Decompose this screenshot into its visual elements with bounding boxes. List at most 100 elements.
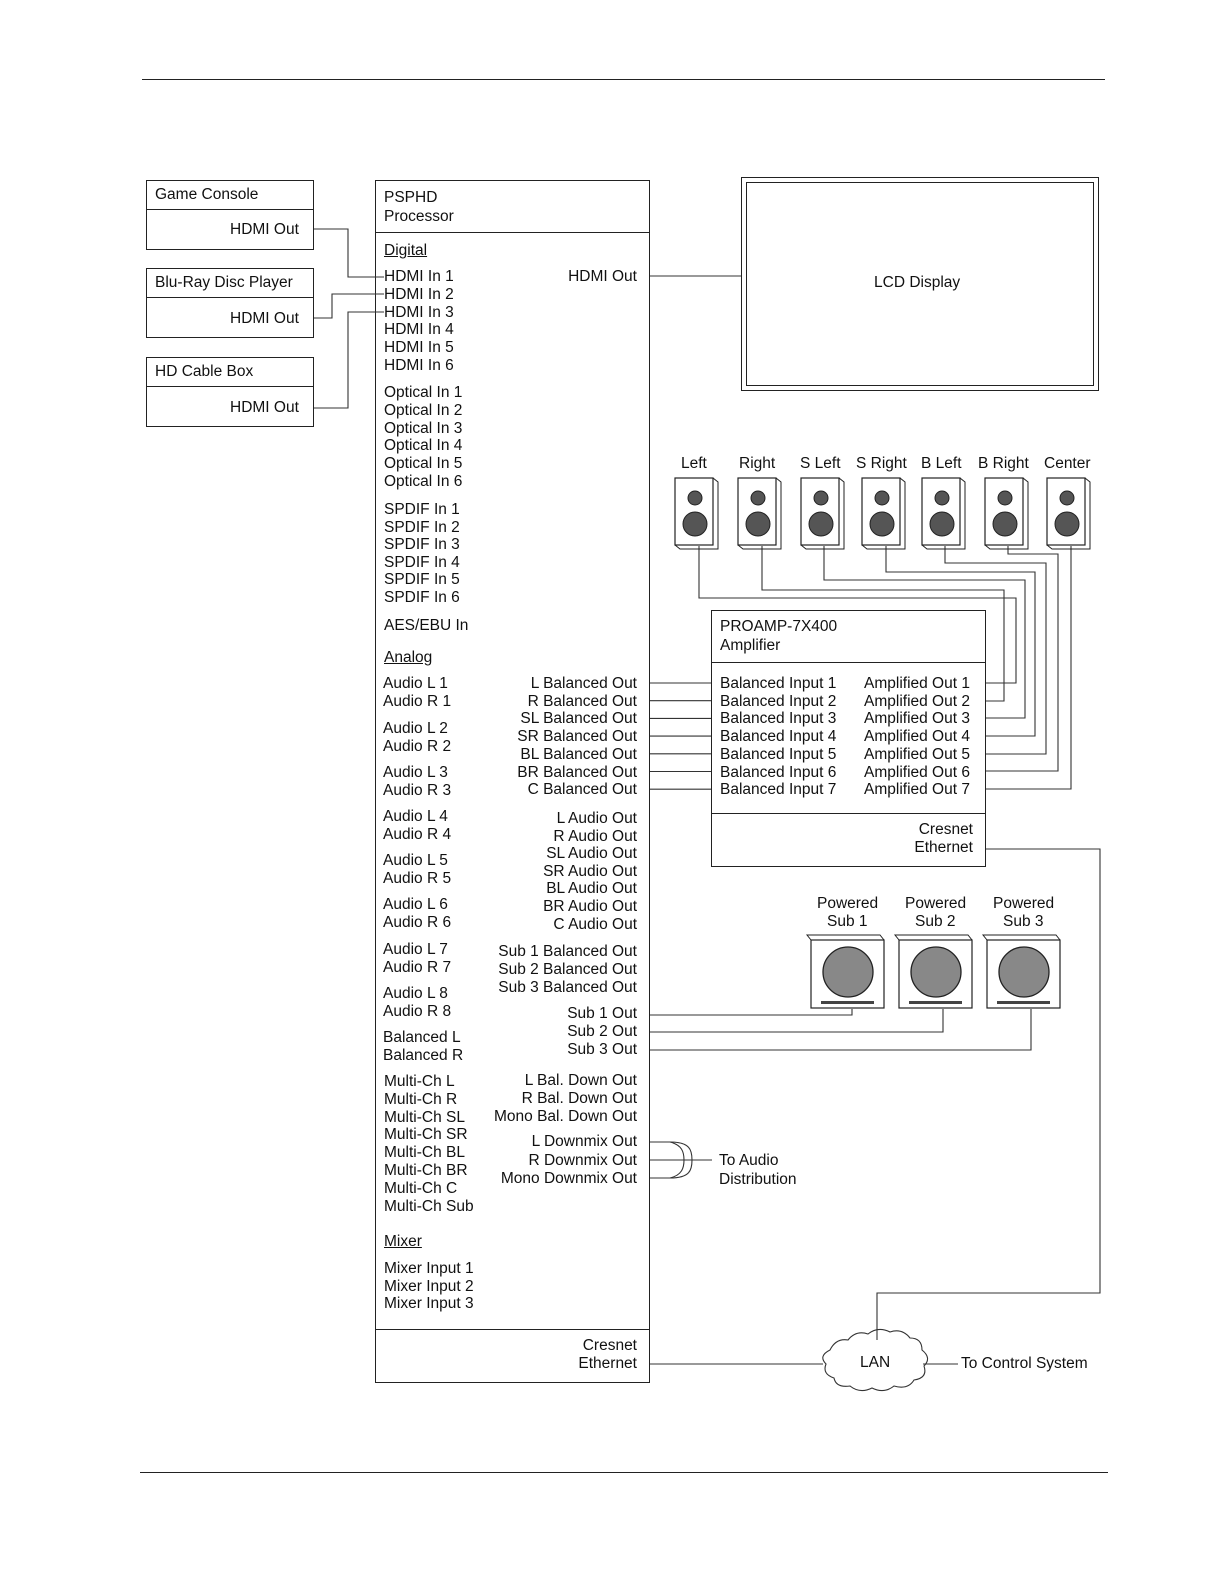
wire-speaker-right bbox=[761, 546, 1005, 702]
digital-heading: Digital bbox=[384, 242, 428, 259]
sub3-label-line2: Sub 3 bbox=[1003, 913, 1044, 930]
amplifier-ethernet: Ethernet bbox=[914, 839, 973, 856]
audio-distribution-line2: Distribution bbox=[719, 1171, 797, 1188]
spdif-input: SPDIF In 4 bbox=[384, 553, 460, 571]
multichannel-input: Multi-Ch SL bbox=[384, 1108, 465, 1126]
multichannel-input: Multi-Ch R bbox=[384, 1090, 458, 1108]
audio-output: BR Audio Out bbox=[543, 898, 637, 915]
optical-input: Optical In 2 bbox=[384, 401, 463, 419]
sub2-label-line1: Powered bbox=[905, 895, 967, 912]
game-console-box bbox=[146, 180, 314, 250]
subwoofer-icon bbox=[981, 934, 1061, 1009]
lan-label: LAN bbox=[860, 1354, 891, 1371]
speaker-label: B Left bbox=[921, 455, 962, 472]
amplifier-amplified-output: Amplified Out 7 bbox=[864, 781, 970, 799]
sub1-label-line2: Sub 1 bbox=[827, 913, 868, 930]
balanced-output: SR Balanced Out bbox=[517, 728, 637, 746]
wire-speaker-left bbox=[698, 546, 1017, 684]
aes-ebu-input: AES/EBU In bbox=[384, 617, 469, 634]
audio-output: SR Audio Out bbox=[543, 862, 637, 880]
wire-sub3 bbox=[650, 1009, 1032, 1051]
wire-sub2 bbox=[650, 1009, 944, 1033]
multichannel-input: Multi-Ch BR bbox=[384, 1162, 468, 1179]
downmix-output: L Downmix Out bbox=[531, 1133, 637, 1150]
lcd-display-outer bbox=[741, 177, 1099, 391]
analog-input-r: Balanced R bbox=[383, 1047, 464, 1064]
hdmi-input: HDMI In 3 bbox=[384, 303, 454, 321]
hdmi-input: HDMI In 2 bbox=[384, 285, 454, 303]
game-console-hdmi-out: HDMI Out bbox=[230, 221, 299, 238]
speaker-icon bbox=[1046, 477, 1091, 550]
wire-cable-box bbox=[314, 311, 384, 409]
analog-input-r: Audio R 5 bbox=[383, 870, 452, 887]
hdmi-input: HDMI In 6 bbox=[384, 357, 454, 374]
audio-output: R Audio Out bbox=[553, 827, 637, 845]
hdmi-input: HDMI In 1 bbox=[384, 268, 454, 285]
game-console-divider bbox=[146, 209, 314, 210]
analog-input-r: Audio R 2 bbox=[383, 738, 452, 755]
subwoofer-icon bbox=[893, 934, 973, 1009]
audio-output: C Audio Out bbox=[553, 915, 637, 933]
speaker-icon bbox=[674, 477, 719, 550]
optical-input: Optical In 1 bbox=[384, 384, 463, 401]
amplifier-balanced-input: Balanced Input 6 bbox=[720, 763, 837, 781]
hdmi-input: HDMI In 5 bbox=[384, 339, 454, 357]
game-console-label: Game Console bbox=[155, 186, 259, 203]
downmix-bracket-inner bbox=[669, 1141, 685, 1179]
multichannel-input: Multi-Ch SR bbox=[384, 1126, 468, 1144]
sub-balanced-output: Sub 2 Balanced Out bbox=[498, 961, 637, 978]
downmix-output: R Downmix Out bbox=[528, 1151, 637, 1169]
amplifier-network-divider bbox=[711, 813, 986, 814]
downmix-output: Mono Downmix Out bbox=[500, 1170, 637, 1187]
lcd-display-inner bbox=[746, 182, 1094, 386]
analog-input-l: Audio L 8 bbox=[383, 985, 448, 1002]
bluray-hdmi-out: HDMI Out bbox=[230, 310, 299, 327]
lan-cloud bbox=[822, 1328, 929, 1392]
analog-input-l: Audio L 2 bbox=[383, 720, 448, 737]
processor-network-divider bbox=[375, 1329, 650, 1330]
amplifier-title-line1: PROAMP-7X400 bbox=[720, 618, 838, 635]
bottom-rule bbox=[140, 1472, 1108, 1473]
mixer-input: Mixer Input 1 bbox=[384, 1260, 474, 1277]
balanced-output: BL Balanced Out bbox=[520, 745, 637, 763]
subwoofer-icon bbox=[805, 934, 885, 1009]
spdif-input: SPDIF In 5 bbox=[384, 571, 460, 589]
optical-input: Optical In 3 bbox=[384, 419, 463, 437]
amplifier-title-divider bbox=[711, 662, 986, 663]
speaker-icon bbox=[861, 477, 906, 550]
processor-title-line1: PSPHD bbox=[384, 189, 438, 206]
analog-input-l: Audio L 7 bbox=[383, 941, 448, 958]
multichannel-input: Multi-Ch BL bbox=[384, 1144, 465, 1162]
balanced-output: L Balanced Out bbox=[530, 675, 637, 692]
amplifier-cresnet: Cresnet bbox=[918, 821, 973, 838]
speaker-label: B Right bbox=[978, 455, 1029, 472]
speaker-label: S Left bbox=[800, 455, 841, 472]
analog-input-r: Audio R 7 bbox=[383, 959, 452, 976]
wire-bluray bbox=[314, 293, 384, 319]
analog-heading: Analog bbox=[384, 649, 433, 666]
amplifier-balanced-input: Balanced Input 2 bbox=[720, 692, 837, 710]
speaker-icon bbox=[984, 477, 1029, 550]
balanced-output: R Balanced Out bbox=[527, 692, 637, 710]
downmix-balanced-output: R Bal. Down Out bbox=[521, 1090, 637, 1107]
sub-output: Sub 3 Out bbox=[567, 1041, 637, 1058]
amplifier-amplified-output: Amplified Out 3 bbox=[864, 710, 970, 728]
downmix-balanced-output: L Bal. Down Out bbox=[524, 1072, 637, 1089]
amplifier-balanced-input: Balanced Input 1 bbox=[720, 675, 837, 692]
downmix-bracket bbox=[650, 1141, 712, 1179]
spdif-input: SPDIF In 1 bbox=[384, 501, 460, 518]
analog-input-l: Audio L 5 bbox=[383, 852, 448, 869]
amplifier-title-line2: Amplifier bbox=[720, 637, 781, 654]
speaker-label: Left bbox=[681, 455, 707, 472]
lcd-display-label: LCD Display bbox=[874, 274, 961, 291]
subwoofer-group bbox=[805, 934, 1061, 1009]
speaker-group bbox=[674, 477, 1091, 550]
wire-speaker-bright bbox=[986, 546, 1059, 772]
audio-output: L Audio Out bbox=[556, 810, 637, 827]
analog-input-l: Audio L 3 bbox=[383, 764, 448, 781]
speaker-label: Right bbox=[739, 455, 776, 472]
amplifier-box bbox=[711, 610, 986, 867]
audio-output: BL Audio Out bbox=[546, 880, 637, 898]
amplifier-balanced-input: Balanced Input 4 bbox=[720, 728, 837, 746]
hdmi-output: HDMI Out bbox=[568, 268, 637, 285]
